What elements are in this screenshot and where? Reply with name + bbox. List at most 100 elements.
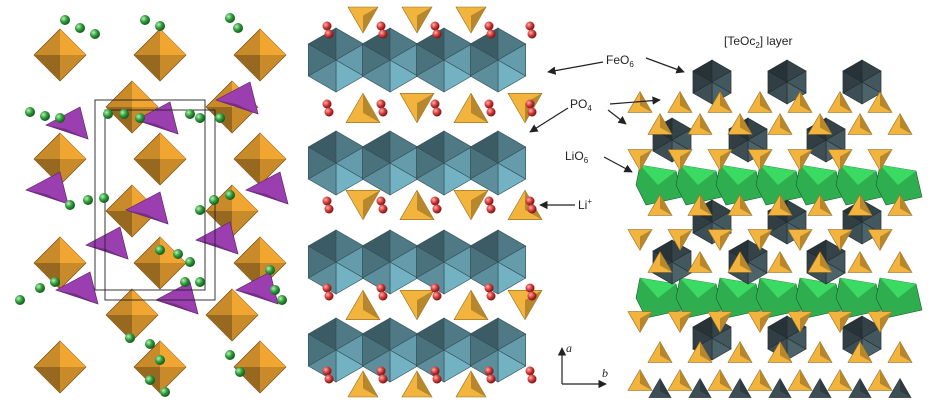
tetrahedron-face: [46, 125, 88, 139]
li-atom: [322, 99, 332, 109]
tetrahedron-shade: [820, 113, 832, 135]
po4-tetrahedron: [847, 194, 873, 216]
tetrahedron-shade: [800, 311, 812, 333]
octahedron-face: [880, 278, 916, 298]
li-atom: [432, 291, 442, 301]
octahedron-face: [840, 165, 876, 185]
po4-tetrahedron: [727, 251, 753, 273]
octahedron-face: [260, 133, 286, 159]
li-atom: [486, 374, 496, 384]
po4-tetrahedron: [747, 91, 773, 113]
tetrahedron-shade: [417, 190, 434, 220]
tetrahedron-shade: [840, 369, 852, 391]
tetrahedron-shade: [780, 251, 792, 273]
tetrahedron-shade: [700, 378, 711, 398]
li-atom-green: [155, 245, 165, 255]
li-atom-green: [195, 277, 205, 287]
octahedron-face: [720, 165, 756, 185]
lio6-octahedron: [675, 277, 723, 319]
li-atom-green: [50, 277, 60, 287]
feo6-octahedron: [415, 229, 473, 295]
li-atom-green: [83, 195, 93, 205]
feo6-octahedron: [469, 229, 527, 295]
octahedron-face: [680, 278, 716, 298]
li-atom-green: [103, 109, 113, 119]
li-atom-green: [119, 109, 129, 119]
octahedron-face: [232, 289, 258, 315]
po4-tetrahedron: [627, 149, 653, 171]
po4-tetrahedron: [687, 113, 713, 135]
tetrahedron-shade: [800, 229, 812, 251]
po4-tetrahedron: [867, 149, 893, 171]
tetrahedron-shade: [780, 113, 792, 135]
tetrahedron-shade: [700, 113, 712, 135]
lio6-octahedron: [835, 164, 883, 206]
li-atom-green: [173, 249, 183, 259]
tetrahedron-shade: [820, 251, 832, 273]
po4-tetrahedron: [399, 289, 435, 321]
octahedron-face: [747, 128, 768, 152]
tetrahedron-shade: [471, 190, 488, 220]
octahedron-face: [711, 326, 732, 350]
tetrahedron-shade: [660, 194, 672, 216]
brown-octahedron: [133, 340, 187, 394]
po4-tetrahedron: [827, 149, 853, 171]
octahedron-face: [711, 210, 732, 234]
tetrahedron-face: [136, 120, 178, 134]
li-atom: [432, 204, 442, 214]
po4-tetrahedron: [727, 113, 753, 135]
lio6-octahedron: [835, 277, 883, 319]
axis-indicator: [557, 347, 607, 389]
octahedron-face: [786, 210, 807, 234]
unit-cell-edge: [104, 109, 216, 301]
tetrahedron-shade: [720, 311, 732, 333]
teo6-octahedron: [842, 315, 882, 361]
tetrahedron-shade: [720, 229, 732, 251]
li-atom: [324, 374, 334, 384]
octahedron-face: [34, 55, 60, 81]
po4-tetrahedron: [867, 369, 893, 391]
li-atom: [430, 21, 440, 31]
brown-octahedron: [105, 80, 159, 134]
li-atom: [527, 29, 537, 39]
brown-octahedron: [33, 236, 87, 290]
li-atom-green: [75, 23, 85, 33]
li-atom-green: [180, 277, 190, 287]
tetrahedron-shade: [680, 369, 692, 391]
panel-left-structure: [15, 13, 289, 397]
po4-tetrahedron: [827, 311, 853, 333]
feo6-octahedron: [361, 229, 419, 295]
li-atom: [430, 196, 440, 206]
purple-tetrahedron: [45, 106, 89, 140]
po4-tetrahedron: [707, 91, 733, 113]
tetrahedron-shade: [900, 113, 912, 135]
tetrahedron-face: [86, 245, 128, 259]
tetrahedron-face: [126, 210, 168, 224]
li-atom: [484, 283, 494, 293]
li-atom: [376, 99, 386, 109]
li-atom-green: [145, 339, 155, 349]
li-atom-green: [209, 195, 219, 205]
li-atom-green: [195, 205, 205, 215]
lio6-octahedron: [875, 277, 923, 319]
tetrahedron-shade: [820, 341, 832, 363]
panel-middle-structure: [307, 6, 543, 398]
po4-tetrahedron: [867, 311, 893, 333]
octahedron-face: [60, 133, 86, 159]
po4-tetrahedron: [627, 311, 653, 333]
li-atom: [484, 99, 494, 109]
tetrahedron-shade: [700, 194, 712, 216]
po4-tetrahedron: [667, 311, 693, 333]
li-atom-green: [185, 109, 195, 119]
octahedron-face: [134, 263, 160, 289]
tetrahedron-shade: [740, 194, 752, 216]
li-atom: [484, 196, 494, 206]
li-atom: [324, 107, 334, 117]
po4-tetrahedron: [847, 341, 873, 363]
purple-tetrahedron: [25, 171, 69, 205]
li-atom: [527, 204, 537, 214]
li-atom-green: [15, 295, 25, 305]
tetrahedron-face: [196, 240, 238, 254]
po4-tetrahedron: [667, 149, 693, 171]
tetrahedron-shade: [840, 229, 852, 251]
